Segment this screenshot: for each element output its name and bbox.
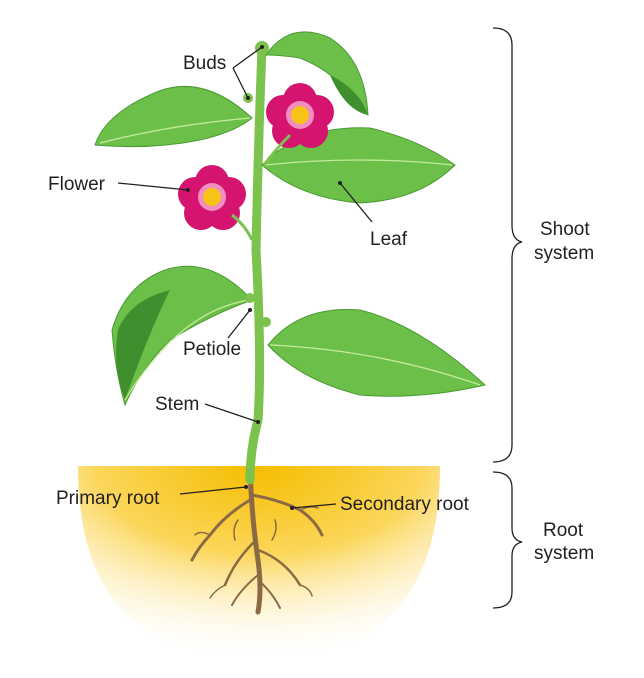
leader-lines: [117, 45, 373, 510]
label-flower: Flower: [48, 174, 106, 195]
leaves: [94, 31, 487, 407]
flower-upper: [266, 83, 334, 148]
label-stem: Stem: [155, 394, 199, 415]
flower-lower: [178, 165, 246, 230]
label-root-line2: system: [534, 543, 594, 564]
roots: [190, 467, 324, 615]
label-leaf: Leaf: [370, 229, 408, 250]
label-secondary-root: Secondary root: [340, 494, 470, 515]
label-petiole: Petiole: [183, 339, 241, 360]
stem: [245, 43, 267, 485]
root-bracket: [492, 471, 523, 609]
label-shoot-line2: system: [534, 243, 594, 264]
label-shoot-line1: Shoot: [540, 219, 590, 240]
label-root-line1: Root: [543, 520, 584, 541]
label-primary-root: Primary root: [56, 488, 160, 509]
label-buds: Buds: [183, 53, 226, 74]
shoot-bracket: [492, 27, 523, 463]
